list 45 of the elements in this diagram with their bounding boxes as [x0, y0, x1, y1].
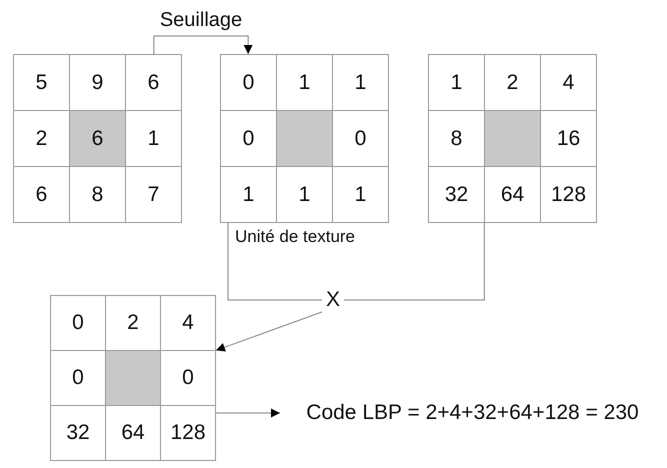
- cell-value: 1: [298, 70, 310, 94]
- cell-value: 7: [148, 182, 160, 206]
- cell-value: 2: [127, 311, 139, 335]
- arrow: [216, 408, 280, 418]
- cell-value: 0: [242, 70, 254, 94]
- cell-value: 1: [148, 126, 160, 150]
- cell-value: 0: [354, 126, 366, 150]
- cell-value: 0: [242, 126, 254, 150]
- connector-line: [344, 222, 485, 300]
- cell-value: 5: [36, 70, 48, 94]
- cell-value: 6: [92, 126, 104, 150]
- cell-value: 1: [354, 182, 366, 206]
- cell-value: 64: [500, 182, 524, 206]
- cell-value: 1: [450, 70, 462, 94]
- cell-value: 0: [72, 366, 84, 390]
- node-text: Code LBP = 2+4+32+64+128 = 230: [306, 401, 639, 425]
- cell-value: 2: [506, 70, 518, 94]
- node-label: Unité de texture: [235, 227, 356, 247]
- cell-value: 6: [148, 70, 160, 94]
- center-cell: [69, 110, 126, 167]
- cell-value: 16: [556, 126, 580, 150]
- connector-line: [228, 222, 322, 300]
- cell-value: 4: [182, 311, 194, 335]
- cell-value: 6: [36, 182, 48, 206]
- cell-value: 8: [450, 126, 462, 150]
- arrow: [216, 312, 322, 352]
- cell-value: 32: [66, 421, 90, 445]
- center-cell: [484, 110, 541, 167]
- cell-value: 128: [170, 421, 206, 445]
- center-cell: [105, 350, 161, 406]
- cell-value: 2: [36, 126, 48, 150]
- arrow: [153, 36, 253, 54]
- cell-value: 0: [72, 311, 84, 335]
- cell-value: 9: [92, 70, 104, 94]
- cell-value: 8: [92, 182, 104, 206]
- center-cell: [276, 110, 333, 167]
- cell-value: 1: [354, 70, 366, 94]
- cell-value: 1: [242, 182, 254, 206]
- node-text: X: [326, 288, 340, 312]
- cell-value: 4: [562, 70, 574, 94]
- cell-value: 32: [444, 182, 468, 206]
- cell-value: 64: [121, 421, 145, 445]
- cell-value: 1: [298, 182, 310, 206]
- cell-value: 128: [550, 182, 586, 206]
- cell-value: 0: [182, 366, 194, 390]
